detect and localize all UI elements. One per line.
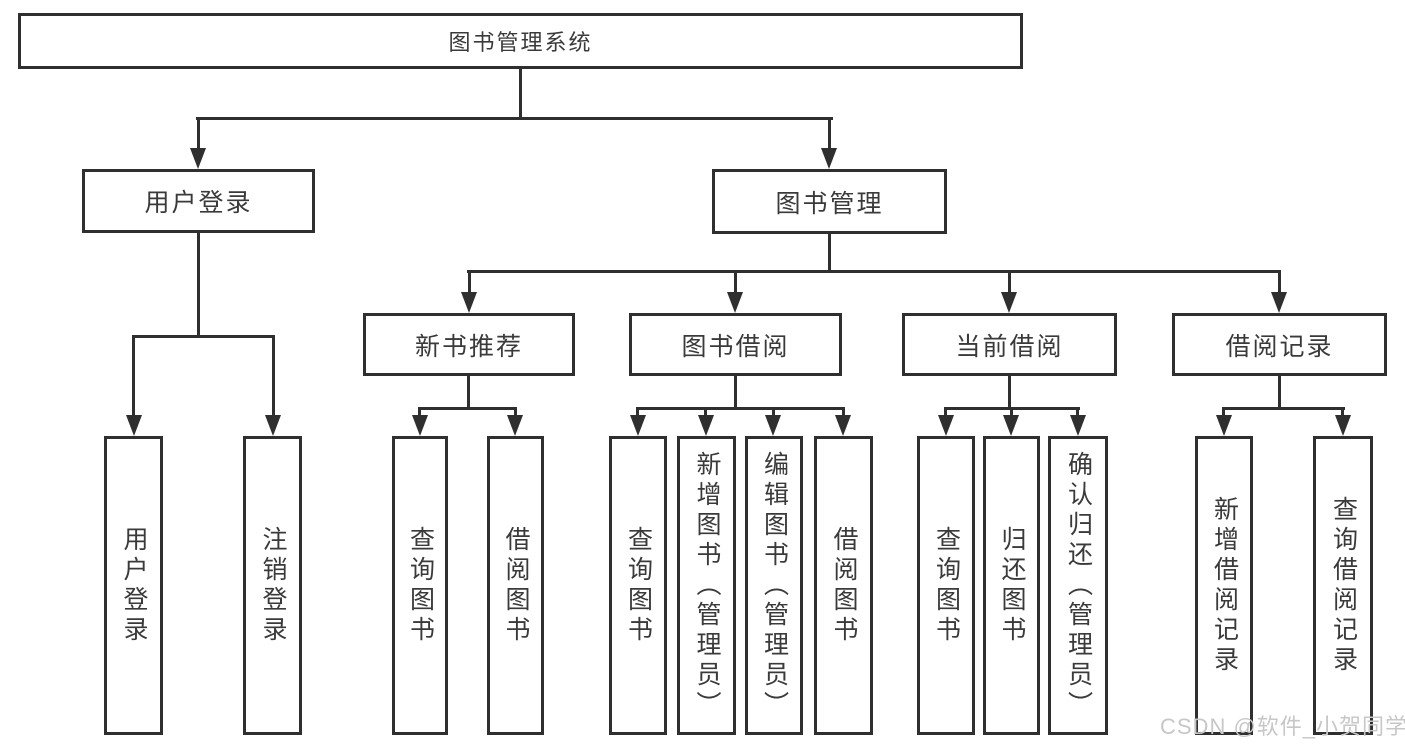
connector-leaf-stem (636, 407, 639, 418)
arrow-down-icon (190, 148, 206, 169)
connector-leaf-stem (132, 335, 135, 418)
arrow-down-icon (727, 292, 743, 313)
connector-bookmgmt-stem (828, 117, 831, 151)
leaf-label: 确认归还（管理员） (1064, 450, 1093, 721)
leaf-label: 查询图书 (932, 525, 961, 646)
leaf-label: 查询图书 (406, 525, 435, 646)
connector-newbook-drop (467, 376, 470, 407)
connector-leaf-stem (772, 407, 775, 418)
arrow-down-icon (461, 292, 477, 313)
node-leaf-add-borrow-record: 新增借阅记录 (1195, 436, 1253, 735)
connector-l2-stem (468, 270, 471, 295)
node-leaf-confirm-return-admin: 确认归还（管理员） (1048, 436, 1108, 735)
leaf-label: 注销登录 (259, 525, 287, 646)
leaf-label: 借阅图书 (502, 525, 530, 646)
connector-l2-stem (734, 270, 737, 295)
arrow-down-icon (265, 415, 281, 436)
connector-leaf-stem (1010, 407, 1013, 418)
arrow-down-icon (1216, 415, 1232, 436)
arrow-down-icon (630, 415, 646, 436)
node-leaf-query-borrow-record: 查询借阅记录 (1313, 436, 1373, 735)
connector-leaf-stem (704, 407, 707, 418)
connector-l2-stem (1008, 270, 1011, 295)
arrow-down-icon (821, 148, 837, 169)
node-current-borrow: 当前借阅 (902, 313, 1117, 376)
connector-l2-stem (1278, 270, 1281, 295)
watermark: CSDN @软件_小贺同学 (1160, 714, 1405, 739)
arrow-down-icon (1003, 415, 1019, 436)
arrow-down-icon (412, 415, 428, 436)
connector-leaf-stem (418, 407, 421, 418)
connector-leaf-stem (1222, 407, 1225, 418)
connector-root-h (196, 117, 833, 120)
leaf-label: 用户登录 (120, 525, 148, 646)
arrow-down-icon (1271, 292, 1287, 313)
arrow-down-icon (1001, 292, 1017, 313)
node-borrow-records: 借阅记录 (1172, 313, 1387, 376)
arrow-down-icon (938, 415, 954, 436)
connector-bookmgmt-drop (828, 234, 831, 270)
node-book-borrow: 图书借阅 (629, 313, 842, 376)
connector-userlogin-stem (197, 117, 200, 151)
connector-curborrow-drop (1008, 376, 1011, 407)
connector-bookmgmt-h (467, 270, 1281, 273)
connector-newbook-h (418, 407, 517, 410)
node-leaf-logout: 注销登录 (243, 436, 302, 735)
connector-userlogin-h (132, 335, 275, 338)
leaf-label: 借阅图书 (830, 525, 858, 646)
connector-leaf-stem (272, 335, 275, 418)
connector-records-drop (1278, 376, 1281, 407)
node-leaf-user-login: 用户登录 (104, 436, 163, 735)
node-leaf-rec-query-book: 查询图书 (392, 436, 448, 735)
connector-leaf-stem (514, 407, 517, 418)
node-leaf-rec-borrow-book: 借阅图书 (487, 436, 544, 735)
node-leaf-return-book: 归还图书 (983, 436, 1040, 735)
node-leaf-edit-book-admin: 编辑图书（管理员） (745, 436, 803, 735)
leaf-label: 新增图书（管理员） (693, 450, 721, 721)
node-leaf-cur-query-book: 查询图书 (917, 436, 975, 735)
connector-records-h (1222, 407, 1345, 410)
connector-userlogin-drop (197, 233, 200, 335)
connector-leaf-stem (944, 407, 947, 418)
connector-leaf-stem (1076, 407, 1079, 418)
node-leaf-add-book-admin: 新增图书（管理员） (677, 436, 736, 735)
connector-leaf-stem (1341, 407, 1344, 418)
arrow-down-icon (765, 415, 781, 436)
arrow-down-icon (1335, 415, 1351, 436)
node-leaf-borrow-query-book: 查询图书 (609, 436, 667, 735)
arrow-down-icon (126, 415, 142, 436)
leaf-label: 查询借阅记录 (1329, 495, 1358, 676)
leaf-label: 新增借阅记录 (1210, 495, 1239, 676)
node-leaf-borrow-book: 借阅图书 (814, 436, 873, 735)
leaf-label: 查询图书 (624, 525, 653, 646)
arrow-down-icon (1070, 415, 1086, 436)
arrow-down-icon (835, 415, 851, 436)
connector-leaf-stem (842, 407, 845, 418)
connector-root-drop (519, 69, 522, 117)
leaf-label: 编辑图书（管理员） (760, 450, 789, 721)
connector-bookborrow-h (636, 407, 845, 410)
node-root: 图书管理系统 (18, 13, 1023, 69)
node-book-management: 图书管理 (712, 169, 947, 234)
node-user-login: 用户登录 (82, 169, 315, 233)
arrow-down-icon (507, 415, 523, 436)
node-new-book-recommend: 新书推荐 (363, 313, 575, 376)
connector-bookborrow-drop (734, 376, 737, 407)
arrow-down-icon (698, 415, 714, 436)
leaf-label: 归还图书 (998, 525, 1026, 646)
